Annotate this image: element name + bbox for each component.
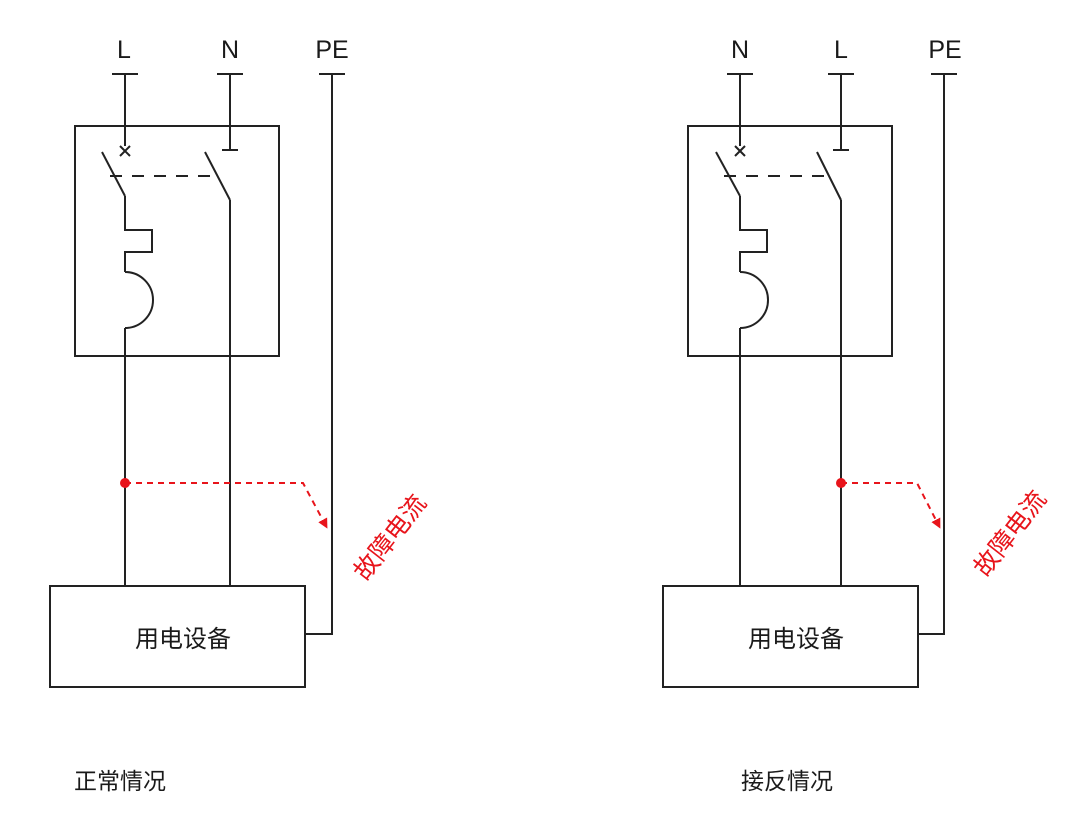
fault-current-label: 故障电流 — [348, 489, 432, 586]
switch-blade-1 — [101, 151, 126, 197]
terminal-label-1: N — [731, 36, 749, 64]
pe-wire — [305, 74, 333, 635]
terminal-label-2: N — [221, 36, 239, 64]
load-device-box — [49, 585, 306, 688]
trip-coil — [739, 196, 768, 272]
thermal-element — [739, 271, 769, 329]
switch-blade-1 — [715, 151, 741, 197]
breaker-enclosure — [687, 125, 893, 357]
fault-current-path — [125, 482, 328, 529]
switch-blade-2 — [204, 151, 231, 201]
terminal-label-3: PE — [315, 36, 348, 64]
load-device-box — [662, 585, 919, 688]
load-device-label: 用电设备 — [748, 625, 844, 653]
terminal-label-2: L — [834, 36, 848, 64]
terminal-label-3: PE — [928, 36, 961, 64]
pe-wire — [918, 74, 945, 635]
diagram-reversed: N L PE 故障电流 用电设备 — [662, 36, 1052, 688]
contact-x-mark — [119, 145, 131, 157]
load-device-label: 用电设备 — [135, 625, 231, 653]
contact-x-mark — [734, 145, 746, 157]
fault-current-path — [841, 482, 941, 529]
trip-coil — [124, 196, 153, 272]
caption-normal: 正常情况 — [74, 769, 166, 795]
caption-reversed: 接反情况 — [741, 769, 833, 795]
switch-blade-2 — [816, 151, 842, 201]
thermal-element — [124, 271, 154, 329]
fault-current-label: 故障电流 — [968, 485, 1052, 582]
terminal-label-1: L — [117, 36, 131, 64]
diagram-normal: L N PE 故障电流 — [49, 36, 432, 688]
